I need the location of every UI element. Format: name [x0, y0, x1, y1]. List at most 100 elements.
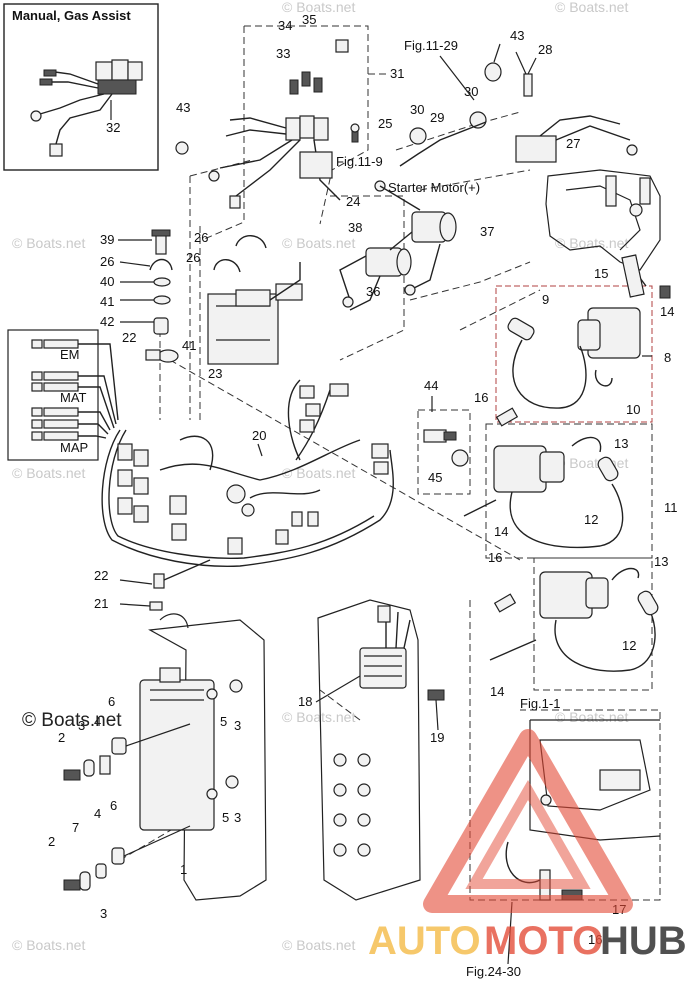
- callout-22-b: 22: [94, 568, 108, 583]
- watermark: © Boats.net: [282, 0, 355, 15]
- sensor-map-label: MAP: [60, 440, 88, 455]
- sensor-mat-label: MAT: [60, 390, 87, 405]
- callout-43-b: 43: [510, 28, 524, 43]
- callout-1: 1: [180, 862, 187, 877]
- callout-22-a: 22: [122, 330, 136, 345]
- callout-3-b: 3: [234, 718, 241, 733]
- callout-16-b: 16: [488, 550, 502, 565]
- callout-36: 36: [366, 284, 380, 299]
- watermark: © Boats.net: [282, 937, 355, 953]
- engine-block-top: 15 14: [545, 169, 674, 319]
- ecu-assembly: 1 2 2 3 3 3 3 4 4 5 5 6 6 7: [48, 613, 267, 921]
- callout-41-b: 41: [182, 338, 196, 353]
- callout-39: 39: [100, 232, 114, 247]
- callout-23: 23: [208, 366, 222, 381]
- callout-10: 10: [626, 402, 640, 417]
- callout-24: 24: [346, 194, 360, 209]
- callout-34: 34: [278, 18, 292, 33]
- callout-14-a: 14: [660, 304, 674, 319]
- callout-40: 40: [100, 274, 114, 289]
- watermark: © Boats.net: [555, 0, 628, 15]
- callout-5-a: 5: [220, 714, 227, 729]
- callout-13-b: 13: [654, 554, 668, 569]
- rectifier-assembly: 18 19: [298, 599, 445, 901]
- watermark: © Boats.net: [282, 235, 355, 251]
- brand-auto: AUTO: [368, 919, 481, 963]
- watermark: © Boats.net: [12, 465, 85, 481]
- callout-3-c: 3: [234, 810, 241, 825]
- callout-28: 28: [538, 42, 552, 57]
- callout-12-b: 12: [622, 638, 636, 653]
- callout-14-b: 14: [494, 524, 508, 539]
- callout-15: 15: [594, 266, 608, 281]
- assembly-outlines: [119, 25, 661, 901]
- ref-fig-11-9: Fig.11-9: [336, 154, 383, 169]
- automotohub-logo: AUTO MOTO HUB: [368, 729, 687, 963]
- callout-41-a: 41: [100, 294, 114, 309]
- callout-11: 11: [664, 500, 678, 515]
- callout-6-b: 6: [110, 798, 117, 813]
- ref-fig-1-1: Fig.1-1: [520, 696, 560, 711]
- callout-9: 9: [542, 292, 549, 307]
- callout-45: 45: [428, 470, 442, 485]
- watermark: © Boats.net: [555, 235, 628, 251]
- ref-fig-11-29: Fig.11-29: [404, 38, 458, 53]
- boats-net-watermark: © Boats.net: [22, 710, 122, 731]
- callout-16-a: 16: [474, 390, 488, 405]
- callout-29: 29: [430, 110, 444, 125]
- callout-21: 21: [94, 596, 108, 611]
- callout-19: 19: [430, 730, 444, 745]
- callout-2-a: 2: [58, 730, 65, 745]
- sensor-box: EM MAT MAP: [7, 329, 119, 461]
- callout-26-c: 26: [100, 254, 114, 269]
- callout-16-c: 16: [588, 932, 602, 947]
- watermark: © Boats.net: [282, 709, 355, 725]
- sensor-44-45: 44 45: [423, 378, 469, 485]
- watermark: © Boats.net: [12, 235, 85, 251]
- relay-cluster: 33 34 35 31 25 24 26 26 38 36 37 23 Fig.…: [175, 12, 494, 381]
- ignition-coil-group-8: 9 8 10: [507, 292, 671, 417]
- callout-5-b: 5: [222, 810, 229, 825]
- left-fasteners: 39 26 40 41 42 41 22 22 21 43: [94, 100, 196, 611]
- watermark: © Boats.net: [282, 465, 355, 481]
- ignition-coil-group-11: 16 13 12 11 14 16 13 12 14: [463, 390, 678, 699]
- detail-fig-1-1: Fig.1-1 17 16 Fig.24-30: [466, 696, 661, 979]
- watermark: © Boats.net: [12, 937, 85, 953]
- watermark: © Boats.net: [555, 455, 628, 471]
- callout-38: 38: [348, 220, 362, 235]
- top-right-parts: Fig.11-29 43 28 30 30 29 27: [399, 28, 638, 167]
- callout-42: 42: [100, 314, 114, 329]
- callout-44: 44: [424, 378, 438, 393]
- callout-4-b: 4: [94, 806, 101, 821]
- watermark-layer: © Boats.net © Boats.net © Boats.net © Bo…: [12, 0, 628, 953]
- ref-fig-24-30: Fig.24-30: [466, 964, 521, 979]
- callout-14-c: 14: [490, 684, 504, 699]
- wire-harness-20: 20: [101, 379, 394, 589]
- inset-manual-gas-assist: Manual, Gas Assist 32: [3, 3, 159, 171]
- callout-30-b: 30: [410, 102, 424, 117]
- callout-18: 18: [298, 694, 312, 709]
- callout-3-d: 3: [100, 906, 107, 921]
- callout-6-a: 6: [108, 694, 115, 709]
- callout-30-a: 30: [464, 84, 478, 99]
- callout-7: 7: [72, 820, 79, 835]
- callout-3-a: 3: [78, 718, 85, 733]
- watermark: © Boats.net: [555, 709, 628, 725]
- callout-33: 33: [276, 46, 290, 61]
- inset-title: Manual, Gas Assist: [12, 8, 131, 23]
- callout-26-a: 26: [194, 230, 208, 245]
- callout-43-a: 43: [176, 100, 190, 115]
- sensor-em-label: EM: [60, 347, 80, 362]
- callout-25: 25: [378, 116, 392, 131]
- callout-37: 37: [480, 224, 494, 239]
- callout-27: 27: [566, 136, 580, 151]
- callout-2-b: 2: [48, 834, 55, 849]
- callout-12-a: 12: [584, 512, 598, 527]
- callout-13-a: 13: [614, 436, 628, 451]
- callout-32: 32: [106, 120, 120, 135]
- callout-8: 8: [664, 350, 671, 365]
- callout-35: 35: [302, 12, 316, 27]
- callout-26-b: 26: [186, 250, 200, 265]
- ref-starter-motor: Starter Motor(+): [388, 180, 480, 195]
